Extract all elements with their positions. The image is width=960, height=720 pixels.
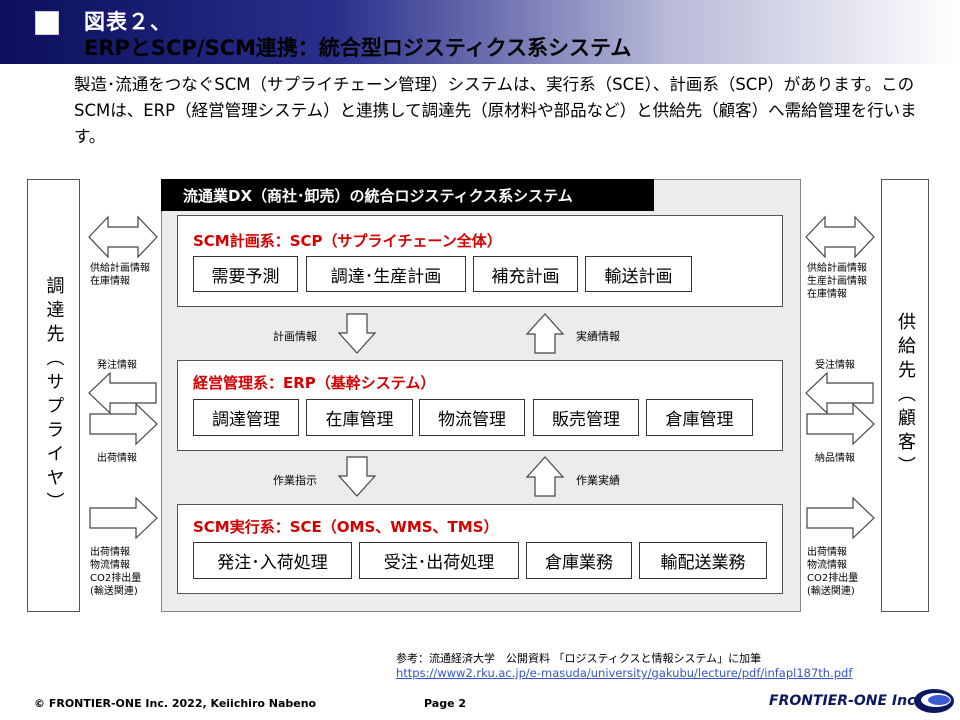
sce-item: 輸配送業務: [639, 542, 767, 579]
arrow-right-icon: [89, 402, 158, 446]
right-label-group: 出荷情報 物流情報 CO2排出量 (輸送関連): [807, 546, 858, 598]
right-label: 受注情報: [815, 360, 855, 371]
arrow-left-icon: [88, 371, 157, 415]
right-label-group: 供給計画情報 生産計画情報 在庫情報: [807, 262, 867, 301]
arrow-down-icon: [337, 456, 377, 497]
erp-item: 物流管理: [419, 399, 525, 436]
scp-item: 輸送計画: [585, 256, 692, 292]
work-instruction-label: 作業指示: [273, 474, 317, 487]
right-label: 出荷情報: [807, 547, 847, 558]
sce-item: 倉庫業務: [526, 542, 632, 579]
arrow-up-icon: [525, 456, 565, 497]
scp-item: 調達･生産計画: [306, 256, 466, 292]
arrow-right-icon: [806, 496, 875, 540]
work-actual-label: 作業実績: [576, 474, 620, 487]
brand-logo-icon: [914, 689, 954, 713]
left-label: 供給計画情報: [90, 263, 150, 274]
left-label-group: 供給計画情報 在庫情報: [90, 262, 150, 288]
erp-title: 経営管理系：ERP（基幹システム）: [193, 374, 436, 392]
arrow-up-icon: [525, 313, 565, 354]
left-label: 出荷情報: [90, 547, 130, 558]
reference-link[interactable]: https://www2.rku.ac.jp/e-masuda/universi…: [396, 666, 853, 680]
left-label-group: 出荷情報 物流情報 CO2排出量 (輸送関連): [90, 546, 141, 598]
sce-title: SCM実行系：SCE（OMS、WMS、TMS）: [193, 518, 499, 536]
double-arrow-icon: [88, 215, 158, 259]
header-square-icon: [36, 12, 58, 34]
scp-item: 需要予測: [193, 256, 298, 292]
brand-name: FRONTIER-ONE Inc.: [769, 693, 921, 709]
left-label: (輸送関連): [90, 586, 138, 597]
double-arrow-icon: [805, 215, 875, 259]
scp-item: 補充計画: [473, 256, 578, 292]
sce-item: 発注･入荷処理: [193, 542, 352, 579]
supplier-label: 調達先︵サプライヤ︶: [43, 275, 65, 516]
actual-info-label: 実績情報: [576, 330, 620, 343]
customer-box: 供給先︵顧客︶: [881, 179, 929, 612]
left-label: 在庫情報: [90, 276, 130, 287]
header-title-line1: 図表２、: [84, 10, 172, 34]
left-label: 発注情報: [97, 360, 137, 371]
right-label: 生産計画情報: [807, 276, 867, 287]
erp-item: 販売管理: [533, 399, 639, 436]
arrow-left-icon: [805, 371, 874, 415]
left-label: 物流情報: [90, 560, 130, 571]
supplier-box: 調達先︵サプライヤ︶: [27, 179, 80, 612]
arrow-down-icon: [337, 313, 377, 354]
intro-text: 製造･流通をつなぐSCM（サプライチェーン管理）システムは、実行系（SCE）、計…: [74, 75, 917, 146]
header-bar: [0, 0, 960, 64]
right-label: 物流情報: [807, 560, 847, 571]
right-label: (輸送関連): [807, 586, 855, 597]
erp-item: 調達管理: [193, 399, 299, 436]
right-label: CO2排出量: [807, 573, 859, 584]
arrow-right-icon: [89, 496, 158, 540]
left-label: CO2排出量: [90, 573, 142, 584]
plan-info-label: 計画情報: [273, 330, 317, 343]
right-label: 在庫情報: [807, 289, 847, 300]
header-title-line2: ERPとSCP/SCM連携：統合型ロジスティクス系システム: [84, 36, 632, 60]
reference-note: 参考：流通経済大学 公開資料 「ロジスティクスと情報システム」に加筆: [396, 652, 762, 665]
integrated-system-title: 流通業DX（商社･卸売）の統合ロジスティクス系システム: [161, 179, 654, 211]
scp-title: SCM計画系：SCP（サプライチェーン全体）: [193, 232, 502, 250]
right-label: 供給計画情報: [807, 263, 867, 274]
right-label: 納品情報: [815, 453, 855, 464]
sce-item: 受注･出荷処理: [359, 542, 519, 579]
customer-label: 供給先︵顧客︶: [895, 311, 916, 480]
page-number: Page 2: [424, 697, 467, 710]
arrow-right-icon: [806, 402, 875, 446]
erp-item: 倉庫管理: [646, 399, 753, 436]
copyright: © FRONTIER-ONE Inc. 2022, Keiichiro Nabe…: [34, 697, 317, 710]
left-label: 出荷情報: [97, 453, 137, 464]
erp-item: 在庫管理: [306, 399, 413, 436]
